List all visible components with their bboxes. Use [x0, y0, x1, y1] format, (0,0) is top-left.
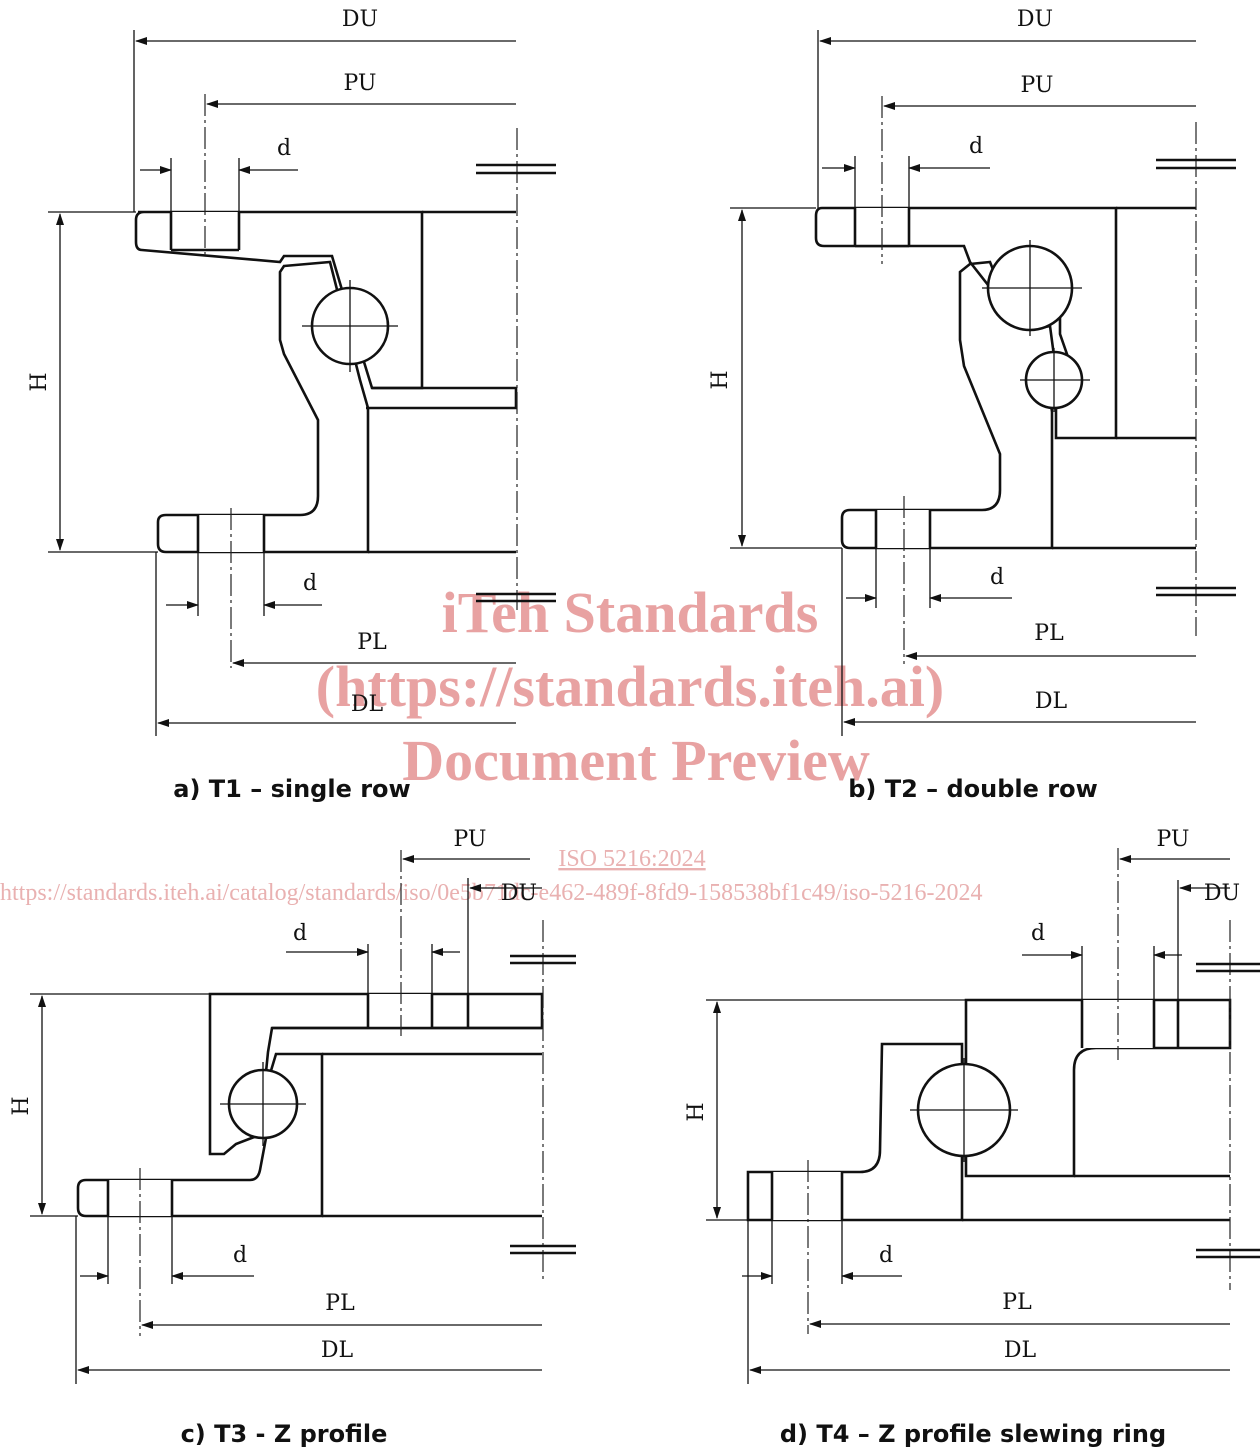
panel-c-pu-label: PU — [454, 827, 487, 852]
panel-d-h-label: H — [684, 1102, 709, 1121]
panel-b-d-lower-label: d — [990, 565, 1004, 590]
watermark-line-3: Document Preview — [402, 728, 870, 793]
panel-a-d-lower-label: d — [303, 571, 317, 596]
panel-a-h-label: H — [27, 372, 52, 391]
panel-a-dl-label: DL — [351, 692, 384, 717]
panel-c-d-lower-label: d — [233, 1243, 247, 1268]
panel-a-lower-ring — [156, 260, 370, 554]
panel-c-d-upper-label: d — [293, 921, 307, 946]
panel-b-du-label: DU — [1017, 7, 1053, 32]
panel-b-caption: b) T2 – double row — [848, 775, 1098, 803]
panel-c-lower-ring — [76, 1052, 324, 1218]
panel-a-du-label: DU — [342, 7, 378, 32]
panel-a-t1-single-row: DU PU d H d PL DL a) T1 – single row — [27, 7, 556, 803]
panel-d-pu-label: PU — [1157, 827, 1190, 852]
panel-a-pl-label: PL — [357, 630, 387, 655]
panel-d-d-lower-label: d — [879, 1243, 893, 1268]
panel-c-pl-label: PL — [325, 1291, 355, 1316]
watermark-line-2: (https://standards.iteh.ai) — [316, 654, 944, 719]
panel-d-pl-label: PL — [1002, 1290, 1032, 1315]
panel-c-du-label: DU — [501, 881, 537, 906]
panel-d-caption: d) T4 – Z profile slewing ring — [780, 1420, 1166, 1448]
panel-d-d-upper-label: d — [1031, 921, 1045, 946]
panel-b-pl-label: PL — [1034, 621, 1064, 646]
panel-d-du-label: DU — [1204, 881, 1240, 906]
panel-b-h-label: H — [708, 370, 733, 389]
watermark: iTeh Standards (https://standards.iteh.a… — [0, 580, 982, 906]
panel-a-caption: a) T1 – single row — [173, 775, 410, 803]
panel-c-caption: c) T3 - Z profile — [181, 1420, 388, 1448]
panel-b-d-upper-label: d — [969, 134, 983, 159]
watermark-line-1: iTeh Standards — [442, 580, 819, 645]
panel-d-t4-z-profile-slewing-ring: PU DU d H d PL DL d) T4 – Z profile slew… — [684, 827, 1260, 1448]
panel-d-dl-label: DL — [1004, 1338, 1037, 1363]
panel-b-pu-label: PU — [1021, 73, 1054, 98]
panel-b-dl-label: DL — [1035, 689, 1068, 714]
watermark-standard-link: ISO 5216:2024 — [558, 846, 705, 872]
panel-b-t2-double-row: DU PU d H d PL DL b) T2 – double row — [708, 7, 1236, 803]
panel-b-lower-ring — [840, 260, 1056, 550]
panel-a-pu-label: PU — [344, 71, 377, 96]
panel-a-d-upper-label: d — [277, 136, 291, 161]
panel-c-t3-z-profile: PU DU d H d PL DL c) T3 - Z profile — [9, 827, 576, 1448]
panel-c-h-label: H — [9, 1096, 34, 1115]
panel-a-upper-ring — [134, 210, 424, 390]
panel-c-dl-label: DL — [321, 1338, 354, 1363]
watermark-url: https://standards.iteh.ai/catalog/standa… — [0, 880, 982, 906]
